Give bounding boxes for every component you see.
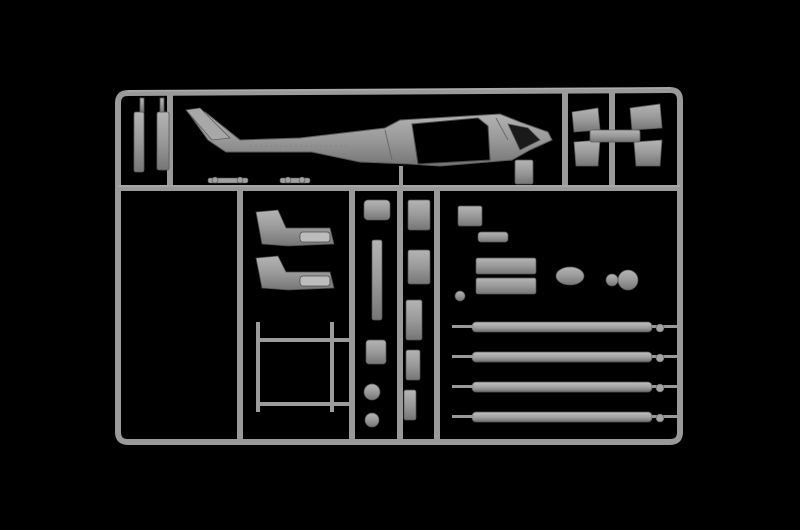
cabin-door-parts	[571, 103, 663, 167]
helicopter-fuselage-half	[185, 107, 553, 188]
seat-parts	[255, 209, 335, 291]
skid-landing-gear	[256, 322, 350, 412]
small-parts-middle	[363, 199, 431, 428]
small-parts-top-left	[133, 97, 170, 173]
small-parts-divider	[207, 176, 311, 184]
rotor-blades	[452, 321, 678, 423]
small-parts-right	[454, 205, 639, 302]
